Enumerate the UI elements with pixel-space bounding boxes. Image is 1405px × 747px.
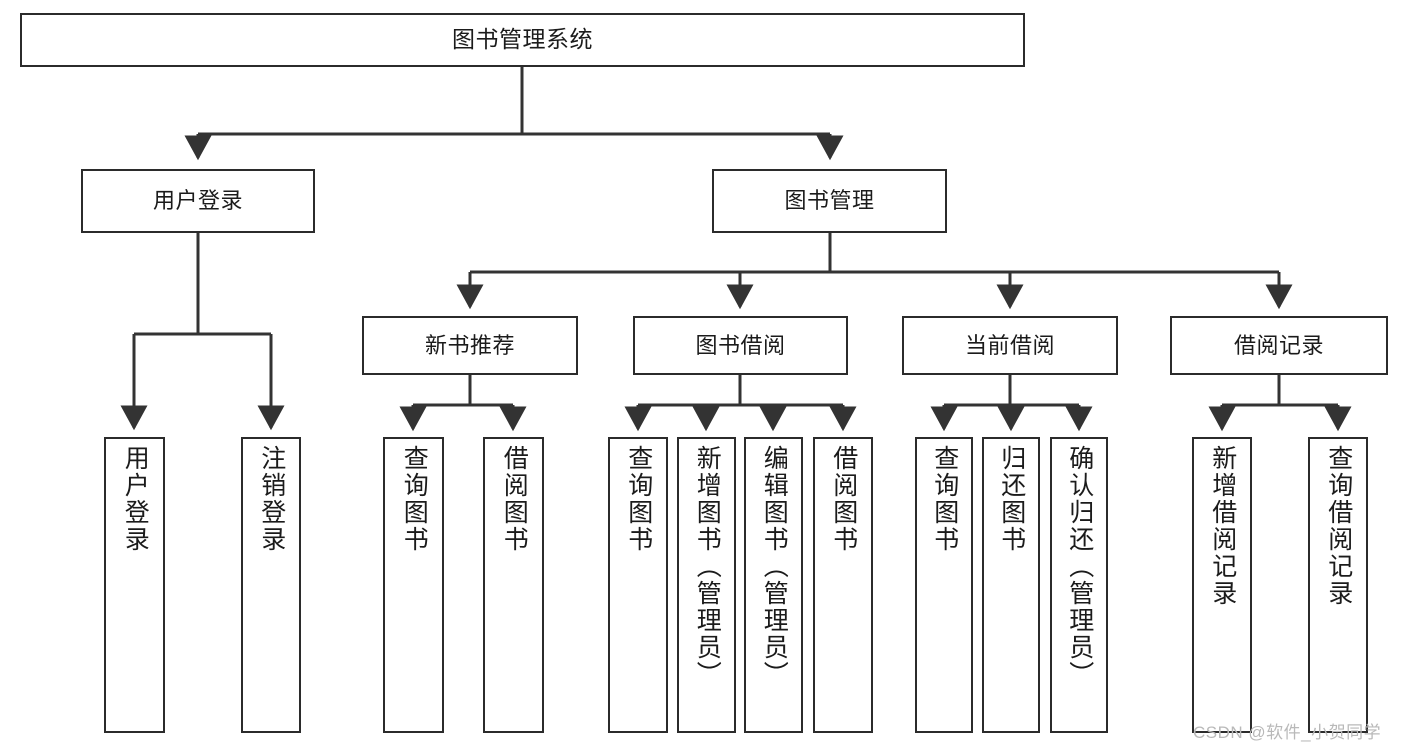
- leaf-logout[interactable]: 注销登录: [241, 437, 301, 733]
- leaf-add-borrow-record[interactable]: 新增借阅记录: [1192, 437, 1252, 733]
- node-label: 图书管理: [784, 188, 875, 214]
- node-label: 用户登录: [121, 445, 150, 553]
- leaf-query-book-current[interactable]: 查询图书: [915, 437, 973, 733]
- leaf-confirm-return-admin[interactable]: 确认归还（管理员）: [1050, 437, 1108, 733]
- node-label: 借阅记录: [1233, 332, 1324, 358]
- leaf-user-login[interactable]: 用户登录: [104, 437, 165, 733]
- node-label: 用户登录: [152, 188, 243, 214]
- node-label: 新增图书（管理员）: [693, 445, 722, 688]
- csdn-watermark: CSDN @软件_小贺同学: [1193, 723, 1382, 742]
- node-new-book-recommend[interactable]: 新书推荐: [362, 316, 578, 375]
- node-root-book-management-system[interactable]: 图书管理系统: [20, 13, 1025, 67]
- node-label: 查询图书: [930, 445, 959, 553]
- leaf-query-book-recommend[interactable]: 查询图书: [383, 437, 444, 733]
- leaf-borrow-book-recommend[interactable]: 借阅图书: [483, 437, 544, 733]
- leaf-edit-book-admin[interactable]: 编辑图书（管理员）: [744, 437, 803, 733]
- node-label: 当前借阅: [964, 332, 1055, 358]
- leaf-add-book-admin[interactable]: 新增图书（管理员）: [677, 437, 736, 733]
- node-user-login[interactable]: 用户登录: [81, 169, 315, 233]
- node-label: 查询图书: [624, 445, 653, 553]
- node-label: 新增借阅记录: [1208, 445, 1237, 607]
- node-book-borrow[interactable]: 图书借阅: [633, 316, 848, 375]
- node-borrow-record[interactable]: 借阅记录: [1170, 316, 1388, 375]
- node-label: 查询借阅记录: [1324, 445, 1353, 607]
- node-label: 注销登录: [257, 445, 286, 553]
- node-label: 图书借阅: [695, 332, 786, 358]
- leaf-query-book-borrow[interactable]: 查询图书: [608, 437, 668, 733]
- node-label: 借阅图书: [829, 445, 858, 553]
- leaf-borrow-book-borrow[interactable]: 借阅图书: [813, 437, 873, 733]
- node-label: 编辑图书（管理员）: [760, 445, 789, 688]
- node-label: 图书管理系统: [452, 26, 593, 53]
- node-label: 确认归还（管理员）: [1065, 445, 1094, 688]
- leaf-query-borrow-record[interactable]: 查询借阅记录: [1308, 437, 1368, 733]
- node-label: 借阅图书: [500, 445, 529, 553]
- node-label: 归还图书: [997, 445, 1026, 553]
- node-current-borrow[interactable]: 当前借阅: [902, 316, 1118, 375]
- leaf-return-book[interactable]: 归还图书: [982, 437, 1040, 733]
- node-book-management[interactable]: 图书管理: [712, 169, 947, 233]
- node-label: 新书推荐: [424, 332, 515, 358]
- node-label: 查询图书: [400, 445, 429, 553]
